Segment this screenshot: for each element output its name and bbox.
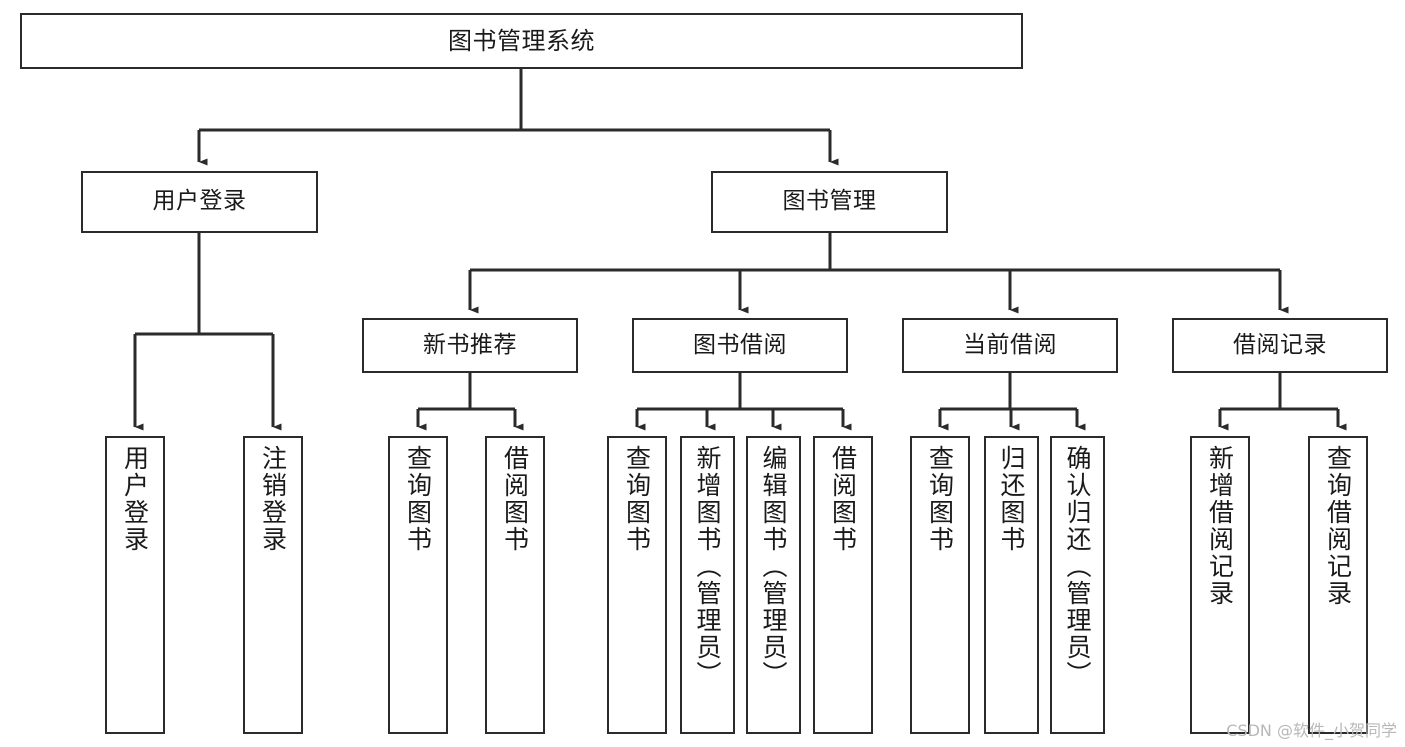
node-label: 借阅记录 [1233, 331, 1327, 358]
node-label: 查询借阅记录 [1323, 445, 1353, 607]
node-label: 新增借阅记录 [1205, 445, 1235, 607]
node-label: 新书推荐 [423, 331, 517, 358]
node-new-book-rec[interactable]: 新书推荐 [362, 318, 578, 373]
node-book-borrow[interactable]: 图书借阅 [632, 318, 848, 373]
node-label: 注销登录 [258, 445, 288, 553]
node-leaf-add-record[interactable]: 新增借阅记录 [1190, 436, 1250, 734]
node-leaf-return-book[interactable]: 归还图书 [984, 436, 1039, 734]
node-label: 新增图书（管理员） [693, 445, 722, 688]
node-label: 图书管理 [782, 188, 877, 215]
node-label: 图书管理系统 [448, 26, 595, 55]
node-label: 图书借阅 [693, 331, 787, 358]
node-label: 当前借阅 [963, 331, 1057, 358]
node-current-borrow[interactable]: 当前借阅 [902, 318, 1118, 373]
node-leaf-query-book-3[interactable]: 查询图书 [910, 436, 970, 734]
node-label: 借阅图书 [500, 445, 530, 553]
node-user-login[interactable]: 用户登录 [81, 171, 318, 233]
node-label: 查询图书 [622, 445, 652, 553]
node-leaf-borrow-book-1[interactable]: 借阅图书 [485, 436, 545, 734]
node-book-manage[interactable]: 图书管理 [711, 171, 948, 233]
node-leaf-query-record[interactable]: 查询借阅记录 [1308, 436, 1368, 734]
node-label: 归还图书 [997, 445, 1026, 553]
node-label: 编辑图书（管理员） [759, 445, 788, 688]
node-borrow-record[interactable]: 借阅记录 [1172, 318, 1388, 373]
node-leaf-user-login[interactable]: 用户登录 [105, 436, 165, 734]
node-leaf-add-book[interactable]: 新增图书（管理员） [680, 436, 735, 734]
node-leaf-query-book-2[interactable]: 查询图书 [607, 436, 667, 734]
node-leaf-confirm-return[interactable]: 确认归还（管理员） [1050, 436, 1105, 734]
node-leaf-edit-book[interactable]: 编辑图书（管理员） [746, 436, 801, 734]
node-leaf-logout[interactable]: 注销登录 [243, 436, 303, 734]
node-label: 用户登录 [152, 188, 247, 215]
node-root-system[interactable]: 图书管理系统 [20, 13, 1023, 69]
node-label: 查询图书 [403, 445, 433, 553]
node-label: 确认归还（管理员） [1063, 445, 1092, 688]
node-label: 借阅图书 [828, 445, 858, 553]
node-label: 查询图书 [925, 445, 955, 553]
node-leaf-query-book-1[interactable]: 查询图书 [388, 436, 448, 734]
csdn-watermark: CSDN @软件_小贺同学 [1226, 721, 1397, 740]
node-leaf-borrow-book-2[interactable]: 借阅图书 [813, 436, 873, 734]
node-label: 用户登录 [120, 445, 150, 553]
